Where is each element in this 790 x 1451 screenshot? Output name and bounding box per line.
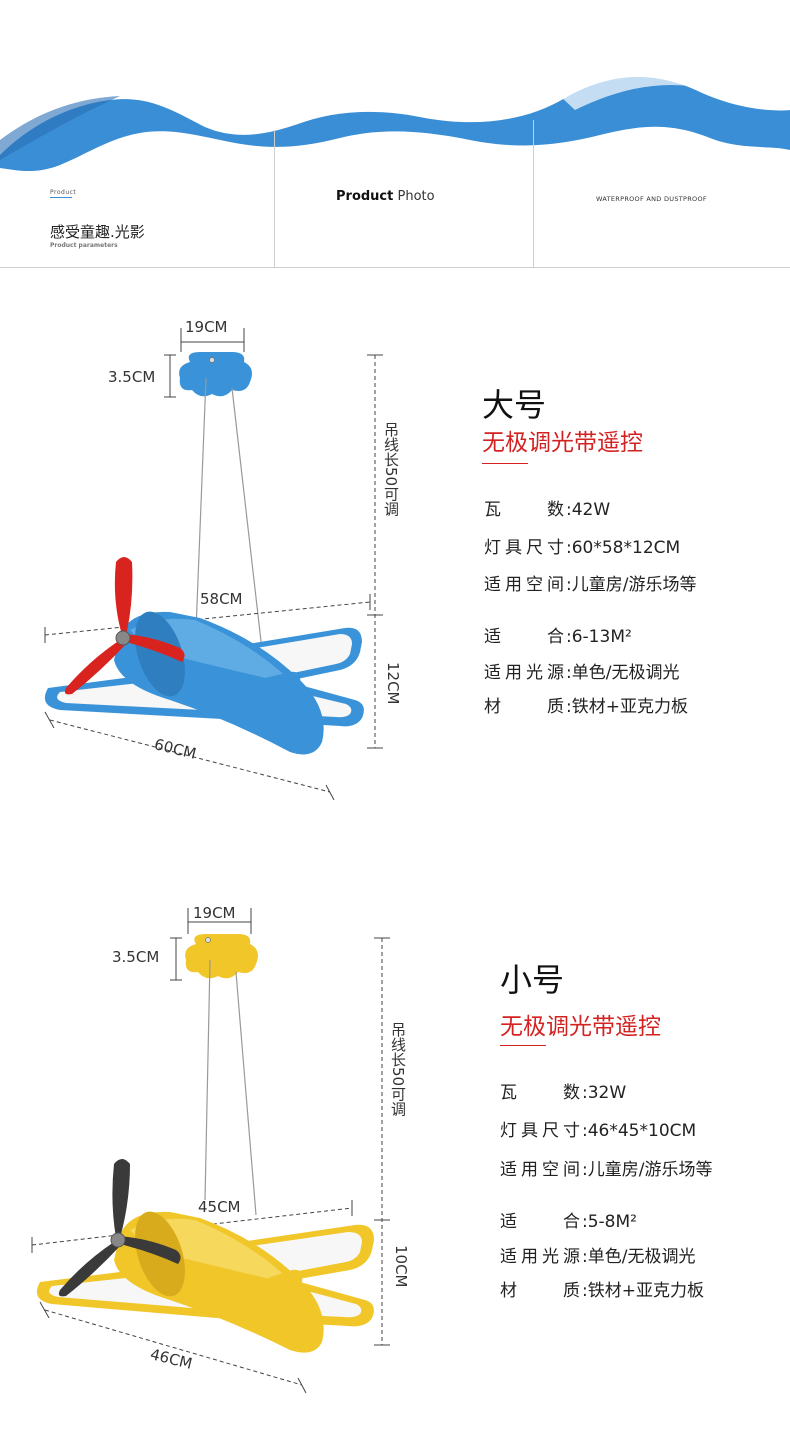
small-subtitle-underline: [500, 1045, 546, 1046]
large-cable-length: 吊线长50可调: [382, 422, 400, 517]
large-wing-span: 58CM: [200, 590, 243, 608]
small-canopy-height: 3.5CM: [112, 948, 160, 966]
product-photo-label: Product Photo: [336, 189, 435, 204]
large-height: 12CM: [384, 662, 402, 705]
small-size-subtitle: 无极调光带遥控: [500, 1014, 661, 1040]
wave-graphic: [0, 0, 790, 172]
product-photo-bold: Product: [336, 189, 394, 204]
large-size-title: 大号: [482, 386, 547, 424]
header-banner: Product 感受童趣.光影 Product parameters Produ…: [0, 0, 790, 270]
small-lamp-illustration: [31, 908, 390, 1394]
large-spec-row: 适用光源:单色/无极调光: [484, 663, 680, 683]
waterproof-label: WATERPROOF AND DUSTPROOF: [596, 195, 707, 203]
small-canopy-width: 19CM: [193, 904, 236, 922]
small-spec-row: 适 合:5-8M²: [500, 1212, 637, 1232]
header-tag: Product: [50, 189, 77, 196]
large-lamp-illustration: [44, 328, 383, 801]
header-divider-1: [274, 130, 275, 267]
header-tag-underline: [50, 197, 72, 198]
header-title: 感受童趣.光影: [50, 223, 145, 241]
large-size-subtitle: 无极调光带遥控: [482, 430, 643, 456]
header-subtitle: Product parameters: [50, 242, 118, 249]
header-bottom-line: [0, 267, 790, 268]
small-size-title: 小号: [500, 961, 565, 999]
large-canopy-width: 19CM: [185, 318, 228, 336]
small-spec-row: 适用空间:儿童房/游乐场等: [500, 1160, 713, 1180]
small-spec-row: 瓦 数:32W: [500, 1083, 627, 1103]
small-height: 10CM: [392, 1245, 410, 1288]
large-spec-row: 适 合:6-13M²: [484, 627, 632, 647]
small-spec-row: 适用光源:单色/无极调光: [500, 1247, 696, 1267]
product-photo-rest: Photo: [397, 189, 435, 204]
large-spec-row: 灯具尺寸:60*58*12CM: [484, 538, 681, 558]
large-canopy-height: 3.5CM: [108, 368, 156, 386]
small-wing-span: 45CM: [198, 1198, 241, 1216]
large-size-section: 19CM 3.5CM 吊线长50可调 58CM 60CM 12CM 大号 无极调…: [0, 300, 790, 820]
small-spec-row: 材 质:铁材+亚克力板: [500, 1281, 704, 1301]
small-cable-length: 吊线长50可调: [389, 1022, 407, 1117]
small-size-section: 19CM 3.5CM 吊线长50可调 45CM 46CM 10CM 小号 无极调…: [0, 890, 790, 1410]
large-spec-row: 材 质:铁材+亚克力板: [484, 697, 688, 717]
large-spec-row: 适用空间:儿童房/游乐场等: [484, 575, 697, 595]
large-spec-row: 瓦 数:42W: [484, 500, 611, 520]
header-divider-2: [533, 120, 534, 267]
large-subtitle-underline: [482, 463, 528, 464]
small-spec-row: 灯具尺寸:46*45*10CM: [500, 1121, 697, 1141]
